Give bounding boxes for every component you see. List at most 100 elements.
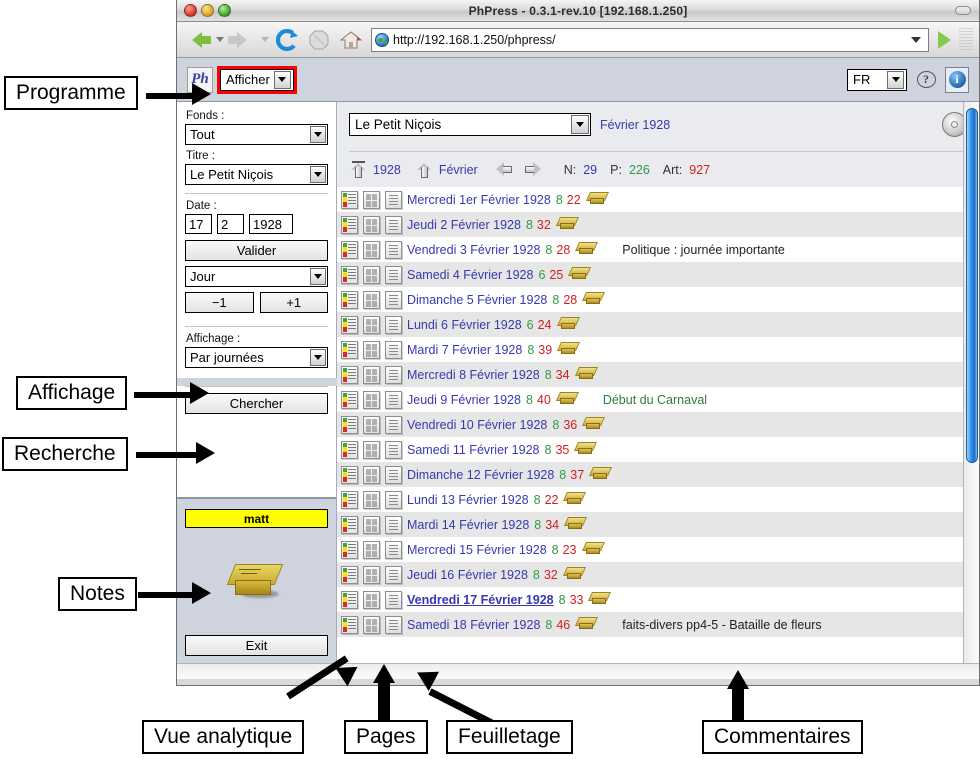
- browse-view-icon[interactable]: [385, 315, 402, 334]
- period-select[interactable]: Jour: [185, 266, 328, 287]
- titre-select-chevron-down-icon[interactable]: [310, 166, 326, 183]
- toolbar-grip-icon[interactable]: [959, 27, 973, 52]
- row-note-icon[interactable]: [574, 367, 598, 382]
- browse-view-icon[interactable]: [385, 240, 402, 259]
- go-to-month-icon[interactable]: [416, 161, 432, 178]
- forward-button[interactable]: [228, 26, 256, 54]
- row-date-link[interactable]: Dimanche 5 Février 1928: [407, 292, 548, 307]
- browse-view-icon[interactable]: [385, 590, 402, 609]
- vertical-scrollbar-thumb[interactable]: [966, 108, 978, 463]
- reload-button[interactable]: [273, 26, 301, 54]
- row-date-link[interactable]: Samedi 4 Février 1928: [407, 267, 534, 282]
- horizontal-scrollbar[interactable]: [177, 663, 979, 679]
- row-date-link[interactable]: Dimanche 12 Février 1928: [407, 467, 555, 482]
- pages-view-icon[interactable]: [363, 390, 380, 409]
- toolbar-toggle-widget[interactable]: [955, 6, 971, 15]
- row-date-link[interactable]: Jeudi 2 Février 1928: [407, 217, 521, 232]
- pages-view-icon[interactable]: [363, 490, 380, 509]
- language-select[interactable]: FR: [847, 68, 907, 91]
- help-icon[interactable]: ?: [916, 69, 936, 91]
- row-date-link[interactable]: Jeudi 16 Février 1928: [407, 567, 528, 582]
- language-select-chevron-down-icon[interactable]: [887, 70, 904, 89]
- row-date-link[interactable]: Mercredi 15 Février 1928: [407, 542, 547, 557]
- analytic-view-icon[interactable]: [341, 440, 358, 459]
- step-plus-button[interactable]: +1: [259, 292, 328, 313]
- browse-view-icon[interactable]: [385, 215, 402, 234]
- row-date-link[interactable]: Vendredi 10 Février 1928: [407, 417, 548, 432]
- browse-view-icon[interactable]: [385, 565, 402, 584]
- nav-year-link[interactable]: 1928: [373, 162, 401, 177]
- row-note-icon[interactable]: [589, 467, 613, 482]
- titre-select[interactable]: Le Petit Niçois: [185, 164, 328, 185]
- info-icon[interactable]: i: [945, 66, 969, 93]
- nav-month-link[interactable]: Février: [438, 162, 478, 177]
- validate-button[interactable]: Valider: [185, 240, 328, 261]
- date-month-input[interactable]: 2: [217, 214, 244, 234]
- row-date-link[interactable]: Mercredi 8 Février 1928: [407, 367, 540, 382]
- period-select-chevron-down-icon[interactable]: [310, 268, 326, 285]
- analytic-view-icon[interactable]: [341, 615, 358, 634]
- analytic-view-icon[interactable]: [341, 490, 358, 509]
- minimize-button[interactable]: [201, 4, 214, 17]
- fonds-select-chevron-down-icon[interactable]: [310, 126, 326, 143]
- row-note-icon[interactable]: [575, 242, 599, 257]
- row-note-icon[interactable]: [568, 267, 592, 282]
- analytic-view-icon[interactable]: [341, 465, 358, 484]
- analytic-view-icon[interactable]: [341, 240, 358, 259]
- row-note-icon[interactable]: [585, 192, 609, 207]
- browse-view-icon[interactable]: [385, 390, 402, 409]
- pages-view-icon[interactable]: [363, 365, 380, 384]
- browse-view-icon[interactable]: [385, 365, 402, 384]
- row-date-link[interactable]: Mercredi 1er Février 1928: [407, 192, 551, 207]
- analytic-view-icon[interactable]: [341, 290, 358, 309]
- browse-view-icon[interactable]: [385, 190, 402, 209]
- pages-view-icon[interactable]: [363, 265, 380, 284]
- pages-view-icon[interactable]: [363, 215, 380, 234]
- search-button[interactable]: Chercher: [185, 393, 328, 414]
- affichage-select-chevron-down-icon[interactable]: [310, 349, 326, 366]
- row-date-link[interactable]: Mardi 7 Février 1928: [407, 342, 523, 357]
- pages-view-icon[interactable]: [363, 340, 380, 359]
- analytic-view-icon[interactable]: [341, 365, 358, 384]
- browse-view-icon[interactable]: [385, 265, 402, 284]
- zoom-button[interactable]: [218, 4, 231, 17]
- back-button[interactable]: [183, 26, 211, 54]
- row-note-icon[interactable]: [582, 292, 606, 307]
- analytic-view-icon[interactable]: [341, 315, 358, 334]
- content-title-select[interactable]: Le Petit Niçois: [349, 113, 591, 136]
- browse-view-icon[interactable]: [385, 515, 402, 534]
- row-date-link[interactable]: Lundi 13 Février 1928: [407, 492, 529, 507]
- browse-view-icon[interactable]: [385, 490, 402, 509]
- pages-view-icon[interactable]: [363, 615, 380, 634]
- pages-view-icon[interactable]: [363, 465, 380, 484]
- disc-icon[interactable]: [942, 112, 967, 137]
- row-note-icon[interactable]: [581, 542, 605, 557]
- affichage-select[interactable]: Par journées: [185, 347, 328, 368]
- analytic-view-icon[interactable]: [341, 190, 358, 209]
- pages-view-icon[interactable]: [363, 290, 380, 309]
- analytic-view-icon[interactable]: [341, 340, 358, 359]
- row-note-icon[interactable]: [575, 617, 599, 632]
- analytic-view-icon[interactable]: [341, 215, 358, 234]
- row-note-icon[interactable]: [563, 492, 587, 507]
- row-date-link[interactable]: Vendredi 3 Février 1928: [407, 242, 541, 257]
- row-date-link[interactable]: Samedi 11 Février 1928: [407, 442, 540, 457]
- pages-view-icon[interactable]: [363, 415, 380, 434]
- row-note-icon[interactable]: [564, 517, 588, 532]
- pages-view-icon[interactable]: [363, 565, 380, 584]
- mode-select[interactable]: Afficher: [220, 68, 294, 91]
